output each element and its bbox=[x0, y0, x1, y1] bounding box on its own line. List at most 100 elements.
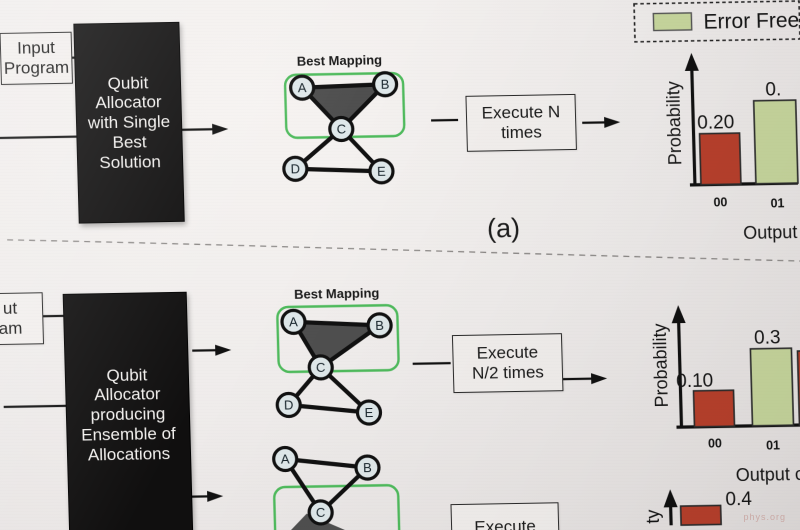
chart-b1-y-axis-title: Probability bbox=[650, 323, 672, 407]
allocator-line-1: Qubit bbox=[107, 73, 149, 93]
chart-b1-tick-00: 00 bbox=[708, 436, 722, 450]
chart-b2-y-axis-title: ty bbox=[643, 509, 663, 523]
legend-label-error-free: Error Free bbox=[703, 9, 799, 34]
execute-box-b2[interactable]: Execute bbox=[450, 502, 560, 530]
graph-node-a: A bbox=[280, 308, 307, 335]
graph-node-d: D bbox=[282, 155, 309, 182]
chart-a-bar-00 bbox=[698, 132, 742, 186]
graph-node-a: A bbox=[289, 74, 316, 101]
graph-node-label: A bbox=[281, 451, 290, 466]
input-program-line2: am bbox=[0, 318, 23, 339]
allocator-line-3: producing bbox=[90, 404, 166, 425]
chart-b1-value-label-00: 0.10 bbox=[676, 371, 714, 393]
input-program-box-b[interactable]: ut am bbox=[0, 292, 45, 346]
graph-node-label: D bbox=[284, 397, 294, 412]
input-program-box-a[interactable]: Input Program bbox=[0, 31, 73, 85]
input-program-line1: Input bbox=[16, 38, 56, 58]
chart-a-tick-01: 01 bbox=[770, 196, 784, 210]
graph-node-label: B bbox=[381, 77, 390, 92]
graph-node-label: A bbox=[289, 314, 298, 329]
graph-node-label: B bbox=[363, 460, 372, 475]
mapping-highlight-box-b2 bbox=[273, 484, 401, 530]
graph-node-label: C bbox=[336, 121, 346, 136]
graph-node-d: D bbox=[275, 391, 302, 419]
arrow-execute-to-chart-b bbox=[561, 373, 608, 385]
allocator-line-1: Qubit bbox=[106, 365, 148, 385]
best-mapping-graph-b2: A B C bbox=[272, 445, 401, 530]
input-program-line2: Program bbox=[3, 57, 70, 78]
bar-chart-b2: 0.4 ty bbox=[643, 489, 753, 526]
allocator-line-4: Best bbox=[112, 132, 147, 152]
graph-node-e: E bbox=[355, 399, 383, 426]
edge-a-b bbox=[291, 319, 382, 328]
execute-n-times-box-a[interactable]: Execute N times bbox=[465, 93, 577, 152]
chart-a-y-arrowhead bbox=[684, 52, 699, 72]
bar-chart-a: 0.20 0. 00 01 Probability Output c bbox=[663, 52, 800, 243]
graph-node-label: C bbox=[316, 505, 326, 520]
allocator-line-5: Allocations bbox=[87, 443, 171, 465]
chart-b1-bar-01 bbox=[749, 347, 795, 427]
chart-b1-tick-01: 01 bbox=[766, 438, 780, 452]
watermark: phys.org bbox=[743, 512, 786, 522]
graph-node-label: E bbox=[364, 405, 373, 420]
execute-line2: N/2 times bbox=[471, 362, 545, 383]
mapping-highlight-box-b1 bbox=[276, 304, 400, 374]
triangle-fill-a bbox=[302, 84, 386, 130]
graph-node-c: C bbox=[328, 115, 355, 143]
graph-node-e: E bbox=[368, 158, 395, 185]
best-mapping-title-a: Best Mapping bbox=[297, 52, 383, 68]
chart-b1-bar-00 bbox=[692, 389, 736, 428]
best-mapping-graph-b1: A B C D E bbox=[275, 304, 400, 426]
graph-node-b: B bbox=[354, 454, 381, 481]
edge-a-b bbox=[300, 82, 388, 90]
execute-line1: Execute bbox=[474, 516, 537, 530]
graph-node-label: A bbox=[298, 80, 307, 95]
graph-node-c: C bbox=[307, 354, 334, 381]
qubit-allocator-box-b[interactable]: Qubit Allocator producing Ensemble of Al… bbox=[62, 291, 194, 530]
chart-a-value-label-01: 0. bbox=[765, 79, 781, 100]
execute-line1: Execute N bbox=[481, 102, 561, 123]
panel-a-caption: (a) bbox=[486, 212, 521, 244]
chart-a-y-axis bbox=[690, 62, 697, 185]
chart-b2-bar-00 bbox=[679, 504, 722, 526]
chart-a-x-axis-title: Output c bbox=[743, 222, 800, 243]
arrow-allocator-to-mapping-a bbox=[182, 123, 229, 135]
allocator-line-3: with Single bbox=[87, 112, 171, 133]
chart-a-y-axis-title: Probability bbox=[663, 81, 685, 165]
chart-b1-y-arrowhead bbox=[671, 305, 686, 324]
graph-node-b: B bbox=[366, 312, 393, 339]
connector-lower-input-b bbox=[3, 404, 72, 409]
chart-legend-a: Error Free bbox=[633, 0, 800, 43]
allocator-line-2: Allocator bbox=[95, 92, 162, 113]
graph-node-label: E bbox=[377, 164, 386, 179]
graph-node-c: C bbox=[307, 499, 334, 526]
panel-divider bbox=[7, 239, 800, 262]
edge-a-b bbox=[283, 456, 370, 470]
arrow-allocator-to-mapping1-b bbox=[192, 344, 232, 356]
graph-node-a: A bbox=[272, 445, 299, 473]
best-mapping-graph-a: A B C D E bbox=[282, 71, 406, 185]
execute-line1: Execute bbox=[476, 342, 539, 363]
chart-b2-value-label: 0.4 bbox=[725, 489, 752, 510]
chart-b1-y-axis bbox=[676, 317, 684, 428]
edge-d-e bbox=[293, 166, 384, 174]
execute-line2: times bbox=[500, 122, 543, 143]
graph-node-b: B bbox=[372, 71, 399, 98]
best-mapping-title-b1: Best Mapping bbox=[294, 285, 380, 301]
chart-a-tick-00: 00 bbox=[713, 195, 727, 209]
allocator-line-4: Ensemble of bbox=[80, 423, 176, 445]
arrow-execute-to-chart-a bbox=[582, 116, 621, 128]
chart-b2-y-arrowhead bbox=[663, 489, 678, 508]
execute-n2-times-box-b[interactable]: Execute N/2 times bbox=[451, 333, 564, 394]
graph-node-label: D bbox=[290, 161, 300, 176]
allocator-line-5: Solution bbox=[99, 151, 162, 172]
graph-node-label: C bbox=[316, 360, 326, 375]
chart-b1-bar-next bbox=[796, 349, 800, 426]
qubit-allocator-box-a[interactable]: Qubit Allocator with Single Best Solutio… bbox=[73, 21, 185, 224]
allocator-line-2: Allocator bbox=[94, 384, 161, 405]
bar-chart-b1: 0.10 0.3 00 01 Probability Output c bbox=[650, 305, 800, 485]
graph-node-label: B bbox=[375, 318, 384, 333]
